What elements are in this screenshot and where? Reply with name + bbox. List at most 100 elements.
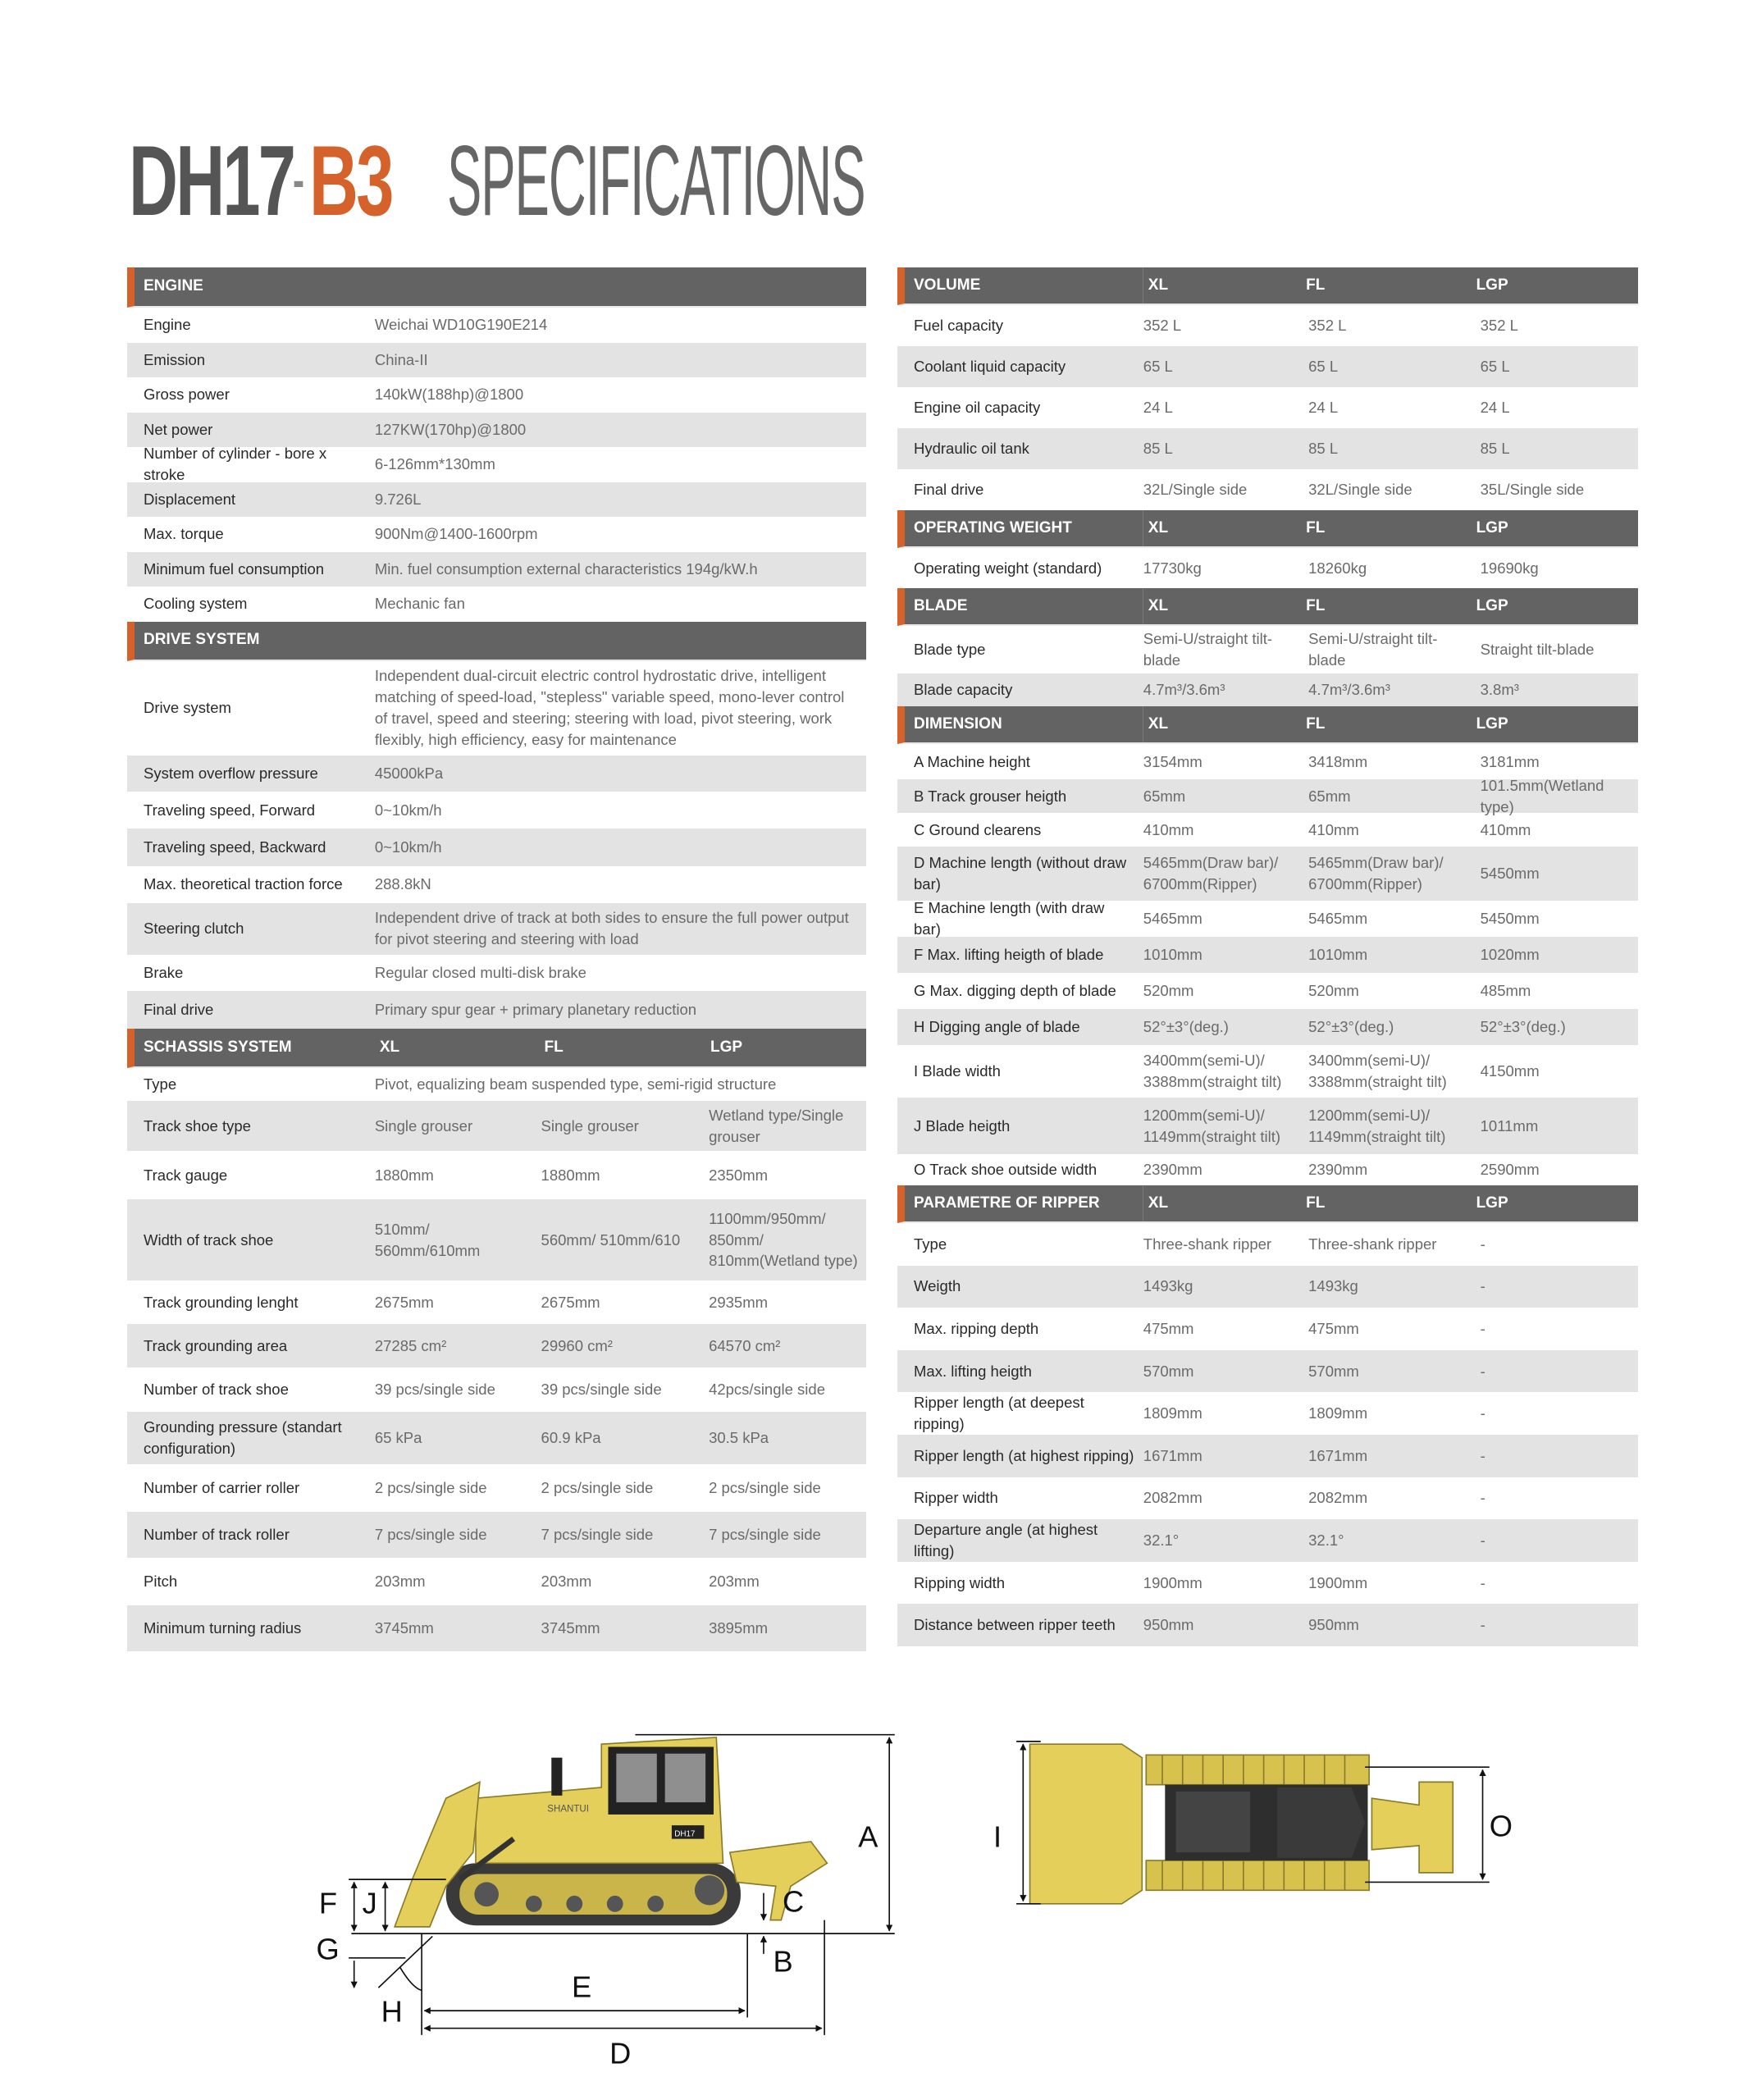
spec-value: 352 L: [1143, 317, 1182, 335]
spec-value: 65 L: [1308, 358, 1339, 376]
spec-value: 30.5 kPa: [709, 1429, 769, 1447]
dim-label-f: F: [319, 1886, 337, 1920]
spec-value: 1809mm: [1143, 1404, 1203, 1422]
dimension-diagrams: SHANTUI DH17 A B C D E F G H J: [317, 1733, 1513, 2070]
spec-value: 2 pcs/single side: [541, 1479, 654, 1497]
spec-value: 4.7m³/3.6m³: [1308, 681, 1390, 699]
spec-value: 2 pcs/single side: [374, 1479, 487, 1497]
spec-label: B Track grouser heigth: [914, 787, 1067, 805]
spec-value: 485mm: [1480, 982, 1531, 1000]
section-title: OPERATING WEIGHT: [914, 518, 1072, 536]
spec-label: System overflow pressure: [144, 764, 318, 782]
spec-value: 1011mm: [1480, 1116, 1539, 1134]
spec-value: 570mm: [1308, 1362, 1359, 1380]
spec-row: Grounding pressure (standart configurati…: [127, 1412, 866, 1464]
spec-value: 5450mm: [1480, 910, 1540, 928]
spec-value: 39 pcs/single side: [374, 1381, 495, 1399]
spec-row: Departure angle (at highest lifting)32.1…: [897, 1519, 1638, 1562]
spec-value: 475mm: [1143, 1320, 1194, 1338]
spec-value: 32.1°: [1308, 1532, 1344, 1549]
spec-label: Ripper width: [914, 1489, 998, 1507]
spec-label: Distance between ripper teeth: [914, 1616, 1116, 1634]
column-header: LGP: [1476, 276, 1508, 294]
spec-label: Number of carrier roller: [144, 1479, 300, 1497]
spec-value: 352 L: [1308, 317, 1347, 335]
spec-row: D Machine length (without draw bar)5465m…: [897, 847, 1638, 901]
blade-top: [1029, 1743, 1143, 1905]
section-title: VOLUME: [914, 276, 981, 294]
spec-value: -: [1480, 1362, 1485, 1380]
spec-row: Number of carrier roller 2 pcs/single sid…: [127, 1464, 866, 1512]
spec-value: 65 L: [1143, 358, 1173, 376]
section-title: DIMENSION: [914, 714, 1002, 733]
spec-label: Emission: [144, 350, 206, 368]
spec-value: 3418mm: [1308, 752, 1368, 770]
exhaust: [551, 1757, 563, 1796]
dim-label-c: C: [783, 1885, 804, 1919]
spec-value: 2 pcs/single side: [709, 1479, 821, 1497]
spec-value: 7 pcs/single side: [541, 1526, 654, 1544]
spec-value: 475mm: [1308, 1320, 1359, 1338]
spec-label: Track shoe type: [144, 1116, 251, 1134]
dim-label-i: I: [993, 1820, 1002, 1854]
spec-value: 203mm: [374, 1573, 426, 1591]
spec-value: 17730kg: [1143, 559, 1202, 577]
track-top-lower: [1145, 1860, 1370, 1892]
spec-label: J Blade heigth: [914, 1116, 1011, 1134]
spec-value: 203mm: [709, 1573, 760, 1591]
spec-value: 24 L: [1308, 399, 1339, 417]
spec-value: 5450mm: [1480, 865, 1540, 883]
column-header: LGP: [710, 1038, 743, 1056]
spec-value: Mechanic fan: [374, 595, 465, 613]
spec-value: 4.7m³/3.6m³: [1143, 681, 1225, 699]
spec-value: 1010mm: [1143, 946, 1203, 964]
top-view-bulldozer: [1029, 1743, 1454, 1905]
spec-value: 45000kPa: [374, 764, 444, 782]
spec-value: 27285 cm²: [374, 1336, 447, 1354]
spec-value: 2390mm: [1143, 1161, 1203, 1179]
spec-value: 4150mm: [1480, 1062, 1540, 1080]
column-header: FL: [1306, 518, 1326, 536]
spec-value: 1020mm: [1480, 946, 1540, 964]
spec-value: 1493kg: [1143, 1277, 1193, 1295]
spec-value: 1880mm: [541, 1166, 600, 1184]
section-title: SCHASSIS SYSTEM: [144, 1038, 292, 1056]
spec-value: Semi-U/straight tilt-blade: [1308, 630, 1438, 669]
spec-value: 85 L: [1143, 440, 1173, 458]
column-header: FL: [1306, 596, 1326, 614]
model-badge: DH17: [674, 1829, 695, 1838]
spec-value: 1100mm/950mm/ 850mm/ 810mm(Wetland type): [709, 1209, 858, 1270]
spec-value: 127KW(170hp)@1800: [374, 420, 527, 438]
spec-value: Three-shank ripper: [1308, 1235, 1437, 1253]
spec-label: F Max. lifting heigth of blade: [914, 946, 1104, 964]
side-view-bulldozer: SHANTUI DH17: [393, 1737, 828, 1928]
spec-row: Ripper length (at deepest ripping)1809mm…: [897, 1392, 1638, 1435]
spec-value: 52°±3°(deg.): [1143, 1018, 1229, 1036]
spec-value: Min. fuel consumption external character…: [374, 559, 758, 578]
spec-label: Coolant liquid capacity: [914, 358, 1066, 376]
spec-label: Number of cylinder - bore x stroke: [144, 445, 327, 484]
title-model: DH17: [129, 125, 296, 236]
spec-value: -: [1480, 1573, 1485, 1591]
title-specifications: SPECIFICATIONS: [447, 125, 866, 236]
spec-value: 3.8m³: [1480, 681, 1519, 699]
blade: [393, 1780, 481, 1928]
spec-label: Traveling speed, Forward: [144, 801, 316, 819]
spec-label: Hydraulic oil tank: [914, 440, 1029, 458]
